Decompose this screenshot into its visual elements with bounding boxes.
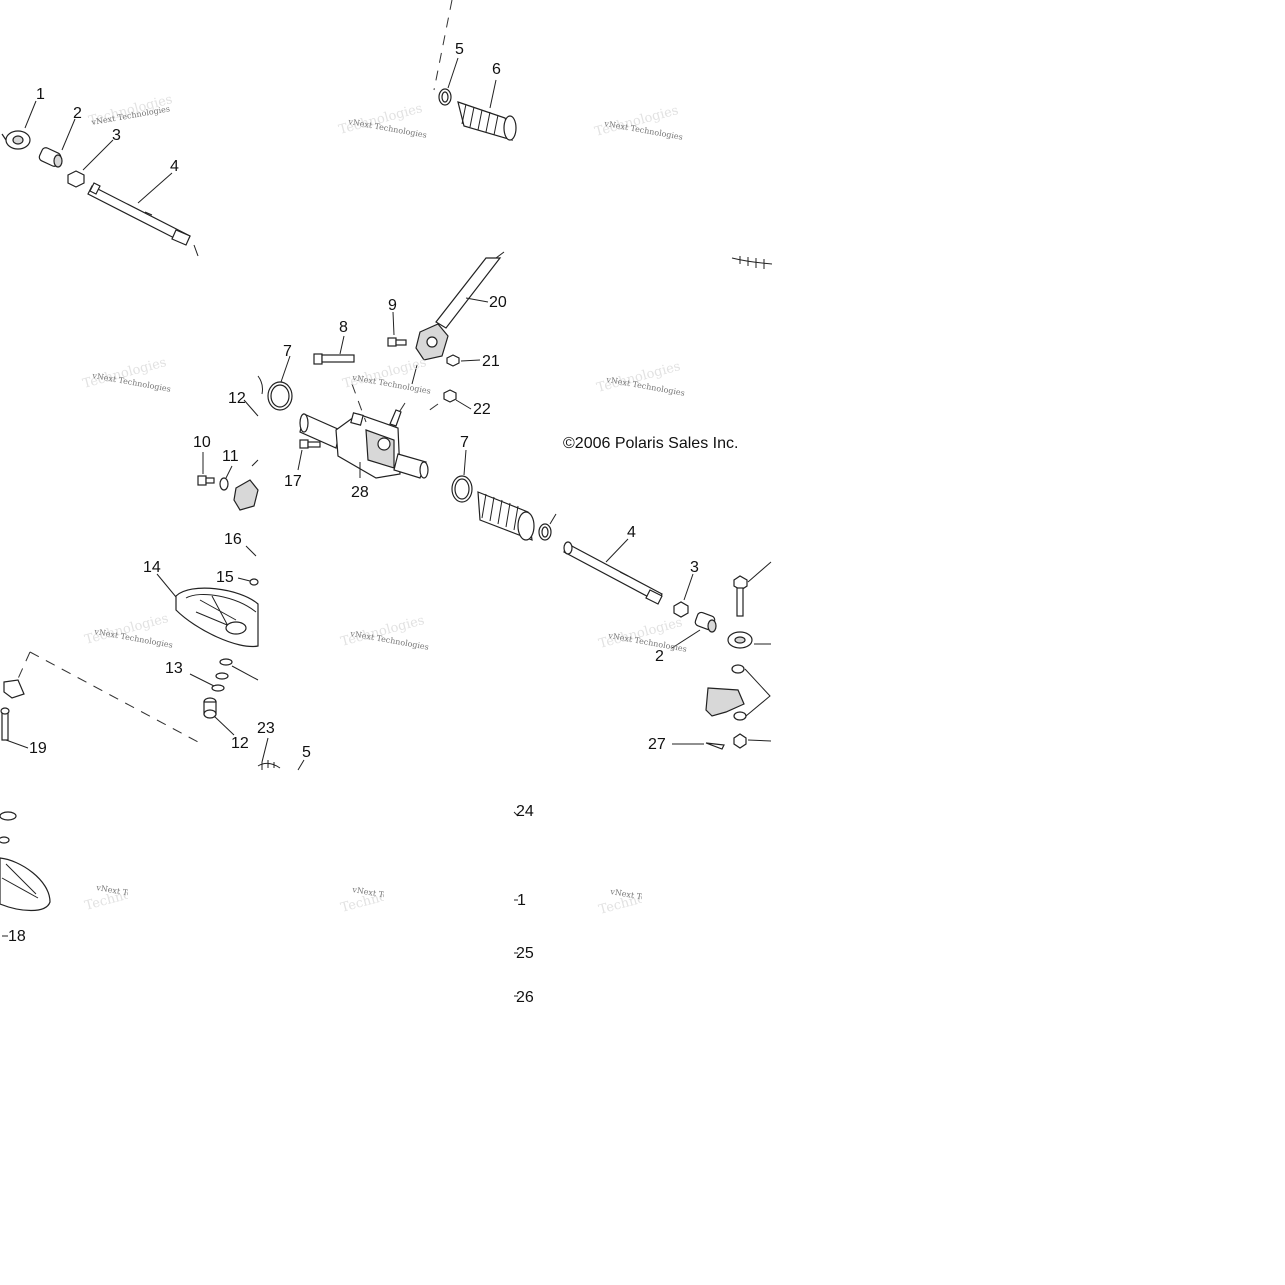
nut-right-lower xyxy=(733,733,747,749)
washer-right-upper xyxy=(731,664,745,674)
nut-15 xyxy=(249,578,259,586)
steering-wheel xyxy=(175,587,259,648)
tie-rod-end-right xyxy=(727,631,753,649)
nut-22 xyxy=(443,389,457,403)
boot-23 xyxy=(257,760,281,770)
rack-boot-right xyxy=(477,491,535,541)
rack-boot-top xyxy=(457,101,517,141)
cotter-pin-27 xyxy=(705,742,725,750)
watermark-partial-group: Technologies vNext Technologies Technolo… xyxy=(83,877,642,918)
callout-12-lower: 12 xyxy=(231,735,249,752)
callout-5: 5 xyxy=(455,41,464,58)
callout-3-right: 3 xyxy=(690,559,699,576)
callout-16: 16 xyxy=(224,531,242,548)
callout-20: 20 xyxy=(489,294,507,311)
boot-clamp-top xyxy=(438,88,452,106)
jam-nut-left xyxy=(38,147,63,168)
shaft-19 xyxy=(0,707,10,741)
callout-21: 21 xyxy=(482,353,500,370)
callout-28: 28 xyxy=(351,484,369,501)
tie-rod-right xyxy=(563,541,663,605)
washer-right-lower xyxy=(733,711,747,721)
callout-13: 13 xyxy=(165,660,183,677)
tie-rod-end-left xyxy=(1,130,31,150)
universal-joint-upper xyxy=(415,323,449,361)
callout-15: 15 xyxy=(216,569,234,586)
callout-2: 2 xyxy=(73,105,82,122)
callout-4-right: 4 xyxy=(627,524,636,541)
callout-24: 24 xyxy=(516,803,534,820)
steering-rack-housing xyxy=(299,409,429,479)
callout-5-lower: 5 xyxy=(302,744,311,761)
boot-clamp-small-right xyxy=(538,523,552,541)
bushing-left xyxy=(3,679,25,699)
inner-nut-right xyxy=(673,601,689,618)
callout-26: 26 xyxy=(516,989,534,1006)
bushing-12 xyxy=(203,697,217,719)
callout-25: 25 xyxy=(516,945,534,962)
boot-clamp-7-right xyxy=(451,475,473,503)
washer-stack-13 xyxy=(211,658,233,692)
callout-9: 9 xyxy=(388,297,397,314)
callout-19: 19 xyxy=(29,740,47,757)
washer-11 xyxy=(219,477,229,491)
universal-joint-lower xyxy=(233,459,259,511)
callout-8: 8 xyxy=(339,319,348,336)
steering-shaft xyxy=(435,251,505,329)
callout-1: 1 xyxy=(36,86,45,103)
bolt-17 xyxy=(299,439,321,449)
callout-2-right: 2 xyxy=(655,648,664,665)
callout-11: 11 xyxy=(222,448,239,465)
callout-6: 6 xyxy=(492,61,501,78)
bolt-right-spindle xyxy=(733,575,748,617)
callout-4: 4 xyxy=(170,158,179,175)
callout-22: 22 xyxy=(473,401,491,418)
callout-18: 18 xyxy=(8,928,26,945)
callout-23: 23 xyxy=(257,720,275,737)
callout-labels: 1 2 3 4 5 6 20 9 8 7 21 12 22 10 11 17 2… xyxy=(8,41,699,1006)
jam-nut-right xyxy=(694,611,717,633)
inner-nut-left xyxy=(67,170,85,188)
callout-7-right: 7 xyxy=(460,434,469,451)
callout-27: 27 xyxy=(648,736,666,753)
tie-rod-left xyxy=(87,182,199,257)
copyright-notice: ©2006 Polaris Sales Inc. xyxy=(563,435,738,452)
bolt-8 xyxy=(313,353,355,365)
nut-21 xyxy=(446,354,460,367)
callout-12: 12 xyxy=(228,390,246,407)
callout-14: 14 xyxy=(143,559,161,576)
callout-17: 17 xyxy=(284,473,302,490)
bolt-9 xyxy=(387,337,407,347)
callout-1-lower: 1 xyxy=(517,892,526,909)
callout-10: 10 xyxy=(193,434,211,451)
steering-wheel-partial xyxy=(0,811,51,912)
boot-clamp-7-left xyxy=(267,381,293,411)
bracket-right xyxy=(705,687,745,717)
bolt-10 xyxy=(197,475,215,486)
callout-7: 7 xyxy=(283,343,292,360)
callout-3: 3 xyxy=(112,127,121,144)
